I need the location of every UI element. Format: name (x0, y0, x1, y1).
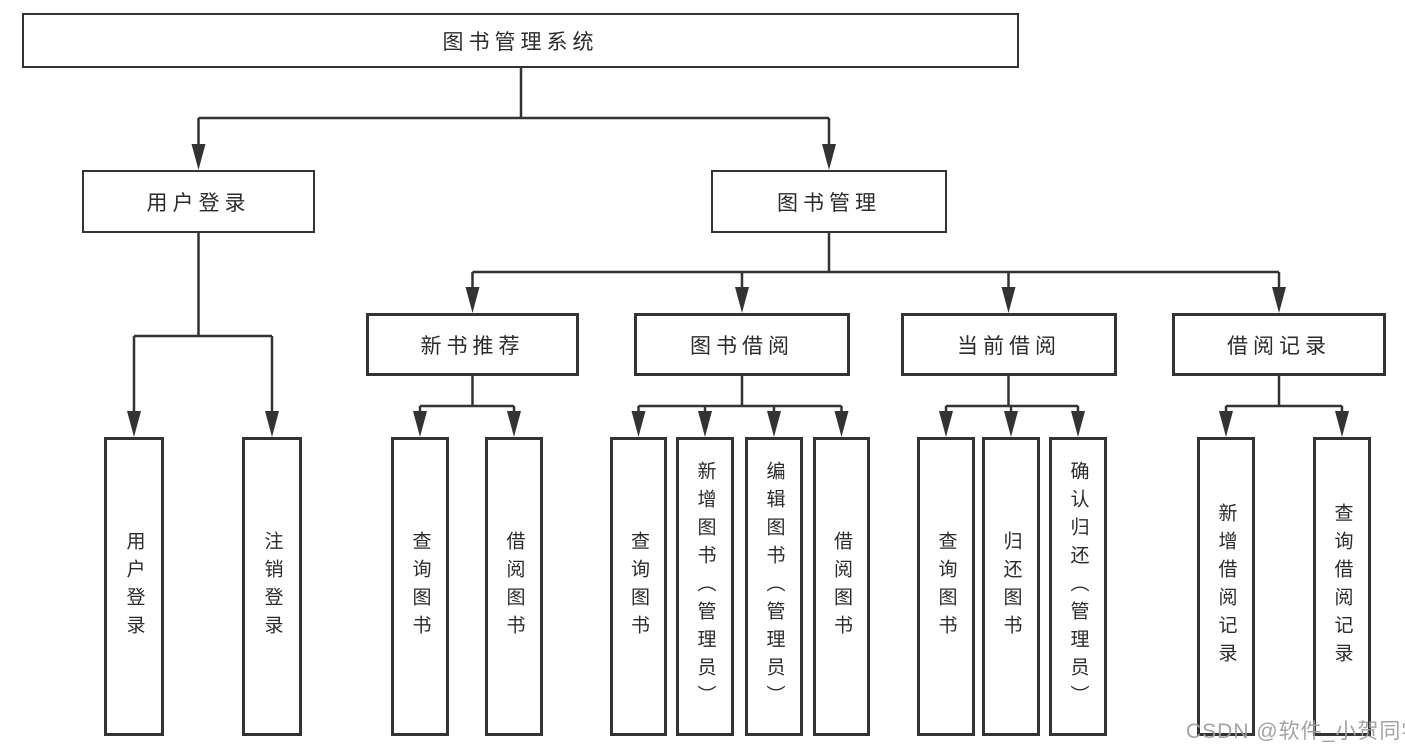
node-book-borrow: 图书借阅 (634, 313, 850, 376)
leaf-br-query-record: 查询借阅记录 (1313, 437, 1371, 736)
leaf-logout-label: 注销登录 (261, 530, 283, 643)
leaf-br-add-record: 新增借阅记录 (1197, 437, 1255, 736)
node-book-management: 图书管理 (711, 170, 947, 233)
leaf-bb-borrow-book-label: 借阅图书 (831, 530, 852, 643)
leaf-cb-return-book: 归还图书 (982, 437, 1040, 736)
leaf-logout: 注销登录 (242, 437, 302, 736)
leaf-cb-confirm-return-admin: 确认归还（管理员） (1049, 437, 1107, 736)
leaf-rec-borrow-book: 借阅图书 (485, 437, 543, 736)
leaf-br-add-record-label: 新增借阅记录 (1215, 502, 1237, 671)
leaf-bb-add-book-admin-label: 新增图书（管理员） (694, 460, 716, 713)
leaf-bb-edit-book-admin: 编辑图书（管理员） (745, 437, 803, 736)
leaf-cb-return-book-label: 归还图书 (1000, 530, 1022, 643)
leaf-bb-add-book-admin: 新增图书（管理员） (676, 437, 734, 736)
leaf-bb-query-book: 查询图书 (610, 437, 667, 736)
leaf-bb-edit-book-admin-label: 编辑图书（管理员） (763, 460, 785, 713)
leaf-bb-borrow-book: 借阅图书 (813, 437, 870, 736)
node-borrow-record: 借阅记录 (1172, 313, 1386, 376)
leaf-bb-query-book-label: 查询图书 (628, 530, 649, 643)
node-new-book-recommend: 新书推荐 (366, 313, 579, 376)
csdn-watermark: CSDN @软件_小贺同学 (1186, 720, 1405, 743)
arrowheads (127, 144, 1349, 437)
leaf-cb-confirm-return-admin-label: 确认归还（管理员） (1067, 460, 1089, 713)
node-current-borrow: 当前借阅 (901, 313, 1117, 376)
leaf-rec-query-book: 查询图书 (391, 437, 449, 736)
leaf-user-login-label: 用户登录 (123, 530, 145, 643)
node-root-library-system: 图书管理系统 (22, 13, 1019, 68)
leaf-cb-query-book-label: 查询图书 (935, 530, 957, 643)
leaf-rec-query-book-label: 查询图书 (409, 530, 431, 643)
leaf-rec-borrow-book-label: 借阅图书 (503, 530, 525, 643)
leaf-cb-query-book: 查询图书 (917, 437, 975, 736)
leaf-br-query-record-label: 查询借阅记录 (1331, 502, 1353, 671)
node-user-login: 用户登录 (82, 170, 315, 233)
leaf-user-login: 用户登录 (104, 437, 164, 736)
